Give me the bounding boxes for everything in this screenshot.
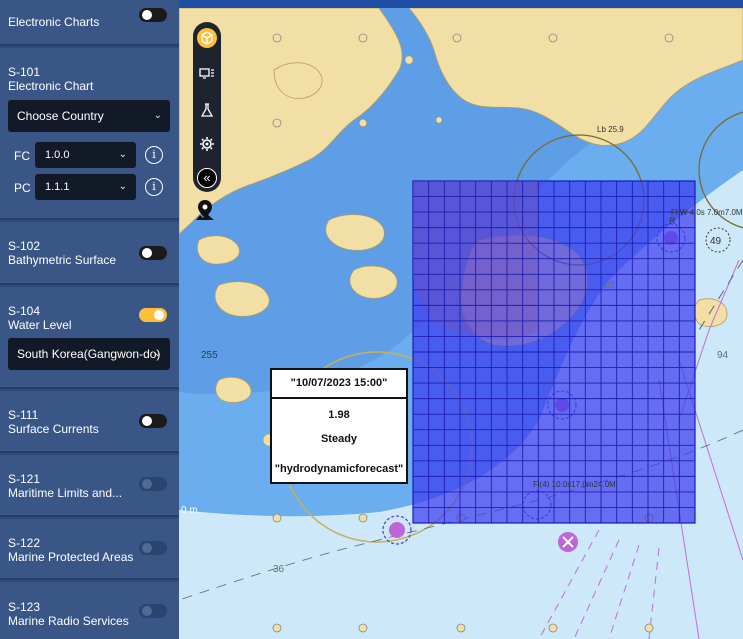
s111-toggle[interactable] xyxy=(139,414,167,428)
s111-name: Surface Currents xyxy=(8,422,99,436)
section-s121: S-121 Maritime Limits and... xyxy=(0,455,179,517)
chevron-down-icon: ⌄ xyxy=(118,149,127,160)
electronic-charts-toggle[interactable] xyxy=(139,8,167,22)
popup-water-level-value: 1.98 xyxy=(328,409,350,421)
display-settings-icon[interactable] xyxy=(197,64,217,84)
collapse-chevrons-icon[interactable]: « xyxy=(197,168,217,188)
popup-datetime: "10/07/2023 15:00" xyxy=(272,370,406,399)
section-s101: S-101 Electronic Chart Choose Country ⌄ … xyxy=(0,48,179,220)
depth-label: 94 xyxy=(717,350,729,361)
s102-name: Bathymetric Surface xyxy=(8,253,117,267)
region-select[interactable]: South Korea(Gangwon-do) ⌄ xyxy=(8,338,170,370)
section-electronic-charts: Electronic Charts xyxy=(0,0,179,46)
chart-canvas xyxy=(179,0,743,639)
buoy-label: R xyxy=(669,216,676,226)
s123-name: Marine Radio Services xyxy=(8,614,129,628)
light-characteristic-label: Fl W 4.0s 7.0m7.0M xyxy=(671,208,743,217)
chevron-down-icon: ⌄ xyxy=(118,181,127,192)
section-s104: S-104 Water Level South Korea(Gangwon-do… xyxy=(0,287,179,389)
s123-toggle[interactable] xyxy=(139,604,167,618)
top-accent-bar xyxy=(179,0,743,8)
section-s102: S-102 Bathymetric Surface xyxy=(0,222,179,285)
chevron-down-icon: ⌄ xyxy=(153,110,162,121)
s104-code: S-104 xyxy=(8,304,41,318)
section-s122: S-122 Marine Protected Areas xyxy=(0,519,179,580)
fc-label: FC xyxy=(14,149,30,163)
s101-code: S-101 xyxy=(8,65,41,79)
s121-code: S-121 xyxy=(8,472,41,486)
s122-toggle[interactable] xyxy=(139,541,167,555)
pc-version-select[interactable]: 1.1.1 ⌄ xyxy=(35,174,136,200)
choose-country-select[interactable]: Choose Country ⌄ xyxy=(8,100,170,132)
water-level-popup: "10/07/2023 15:00" 1.98 Steady "hydrodyn… xyxy=(270,368,408,484)
electronic-charts-label: Electronic Charts xyxy=(8,15,100,29)
depth-label: 255 xyxy=(201,350,218,361)
s102-toggle[interactable] xyxy=(139,246,167,260)
depth-label: 32 xyxy=(604,280,616,291)
depth-label: 49 xyxy=(710,236,722,247)
popup-trend: Steady xyxy=(320,433,358,445)
fc-version-value: 1.0.0 xyxy=(45,149,70,161)
layers-cube-icon[interactable] xyxy=(197,28,217,48)
s122-name: Marine Protected Areas xyxy=(8,550,134,564)
s121-toggle[interactable] xyxy=(139,477,167,491)
s104-name: Water Level xyxy=(8,318,72,332)
choose-country-value: Choose Country xyxy=(17,109,104,123)
section-s111: S-111 Surface Currents xyxy=(0,391,179,453)
chevron-down-icon: ⌄ xyxy=(153,348,162,359)
water-level-grid[interactable] xyxy=(412,180,696,524)
fc-version-select[interactable]: 1.0.0 ⌄ xyxy=(35,142,136,168)
region-select-value: South Korea(Gangwon-do) xyxy=(17,347,161,361)
s101-name: Electronic Chart xyxy=(8,79,94,93)
popup-source: "hydrodynamicforecast" xyxy=(274,463,404,475)
s111-code: S-111 xyxy=(8,408,39,422)
s102-code: S-102 xyxy=(8,239,41,253)
contour-label: 0 m xyxy=(181,505,198,516)
pc-version-value: 1.1.1 xyxy=(45,181,70,193)
nautical-chart-map[interactable]: 255 36 94 49 32 0 m Fl(4) 10.0s17.0m24.0… xyxy=(179,0,743,639)
location-pin-icon[interactable] xyxy=(193,198,217,222)
layer-sidebar: Electronic Charts S-101 Electronic Chart… xyxy=(0,0,179,639)
light-characteristic-label: Lb 25.9 xyxy=(597,125,624,134)
s123-code: S-123 xyxy=(8,600,41,614)
lab-flask-icon[interactable] xyxy=(197,100,217,120)
fc-info-icon[interactable]: i xyxy=(145,146,163,164)
gear-icon[interactable] xyxy=(197,134,217,154)
pc-label: PC xyxy=(14,181,31,195)
light-characteristic-label: Fl(4) 10.0s17.0m24.0M xyxy=(533,480,616,489)
section-s123: S-123 Marine Radio Services xyxy=(0,582,179,639)
s122-code: S-122 xyxy=(8,536,41,550)
depth-label: 36 xyxy=(273,564,285,575)
pc-info-icon[interactable]: i xyxy=(145,178,163,196)
s104-toggle[interactable] xyxy=(139,308,167,322)
s121-name: Maritime Limits and... xyxy=(8,486,123,500)
map-toolbar: « xyxy=(193,22,221,192)
